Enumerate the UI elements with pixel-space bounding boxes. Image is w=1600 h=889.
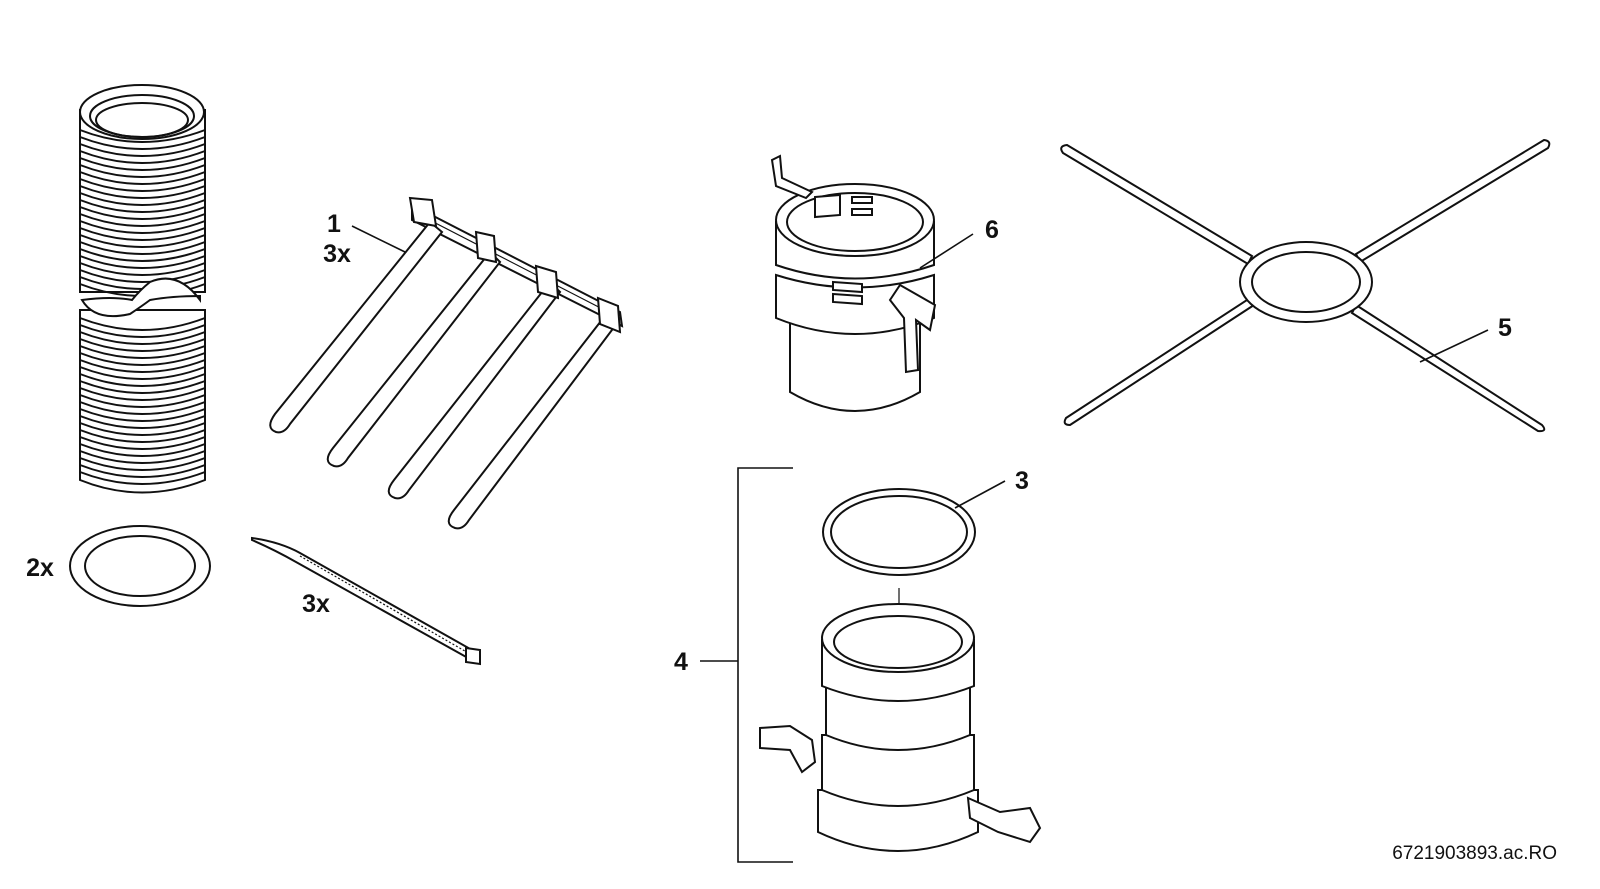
group-bracket (700, 467, 793, 863)
leader-lines (351, 225, 1489, 509)
label-item-3: 3 (1015, 467, 1029, 495)
hose-rib (79, 352, 206, 366)
hose-rib (79, 408, 206, 422)
hose-rib (79, 255, 206, 269)
pipe-connector (759, 603, 1042, 852)
hose-rib (79, 227, 206, 241)
hose-rib (79, 248, 206, 262)
reference-code: 6721903893.ac.RO (1392, 843, 1557, 864)
hose-rib (79, 234, 206, 248)
hose-rib (79, 220, 206, 234)
hose-rib (79, 387, 206, 401)
hose-rib (79, 464, 206, 478)
hose-rib (79, 269, 206, 283)
label-item-6: 6 (985, 216, 999, 244)
hose-rib (79, 338, 206, 352)
hose-rib (79, 429, 206, 443)
hose-rib (79, 331, 206, 345)
cable-tie (251, 536, 481, 666)
hose-rib (79, 178, 206, 192)
hose-rib (79, 136, 206, 150)
hose-rib (79, 436, 206, 450)
connector-with-clamp (770, 154, 937, 412)
hose-rib (79, 366, 206, 380)
hose-rib (79, 164, 206, 178)
hose-rib (79, 401, 206, 415)
label-item-1-qty: 3x (323, 240, 351, 268)
hose-rib (79, 262, 206, 276)
flexible-hose (79, 84, 206, 494)
hose-rib (79, 157, 206, 171)
hose-rib (79, 457, 206, 471)
hose-rib (79, 241, 206, 255)
label-item-1: 1 (327, 210, 341, 238)
o-ring (822, 488, 976, 576)
hose-rib (79, 143, 206, 157)
spacer-bracket (269, 196, 624, 530)
label-item-4: 4 (674, 648, 688, 676)
hose-rib (79, 129, 206, 143)
hose-rib (79, 394, 206, 408)
centering-spider (1060, 138, 1551, 433)
hose-rib (79, 324, 206, 338)
hose-rib (79, 206, 206, 220)
hose-rib (79, 199, 206, 213)
hose-rib (79, 373, 206, 387)
label-item-5: 5 (1498, 314, 1512, 342)
hose-rib (79, 345, 206, 359)
label-tie-qty: 3x (302, 590, 330, 618)
hose-rib (79, 450, 206, 464)
sealing-ring (69, 525, 211, 607)
hose-rib (79, 415, 206, 429)
hose-rib (79, 422, 206, 436)
label-item-2-qty: 2x (26, 554, 54, 582)
hose-rib (79, 471, 206, 485)
hose-rib (79, 359, 206, 373)
hose-rib (79, 317, 206, 331)
hose-rib (79, 213, 206, 227)
hose-rib (79, 192, 206, 206)
hose-rib (79, 171, 206, 185)
hose-rib (79, 185, 206, 199)
hose-rib (79, 443, 206, 457)
hose-rib (79, 150, 206, 164)
hose-rib (79, 380, 206, 394)
